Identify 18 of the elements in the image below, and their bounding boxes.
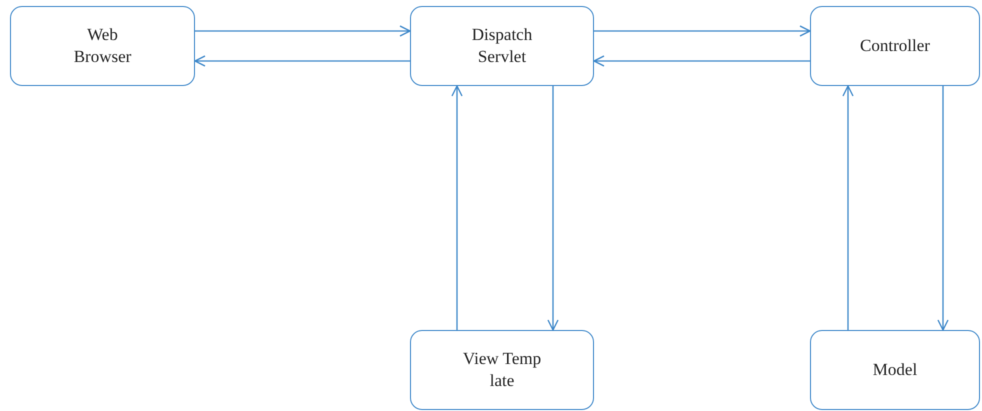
- process-box: [810, 6, 980, 86]
- box-label: Controller: [860, 35, 930, 57]
- arrow: [594, 25, 811, 37]
- arrow: [547, 86, 559, 331]
- arrow: [195, 25, 411, 37]
- box-label: Dispatch Servlet: [470, 24, 534, 68]
- arrow: [937, 86, 949, 331]
- process-box: [410, 330, 594, 410]
- process-box: [10, 6, 195, 86]
- box-label: Web Browser: [72, 24, 132, 68]
- arrow: [593, 55, 810, 67]
- arrow: [194, 55, 410, 67]
- process-box: [410, 6, 594, 86]
- process-box: [810, 330, 980, 410]
- arrow: [842, 85, 854, 330]
- arrow: [451, 85, 463, 330]
- box-label: Model: [872, 359, 918, 381]
- box-label: View Temp late: [462, 348, 542, 392]
